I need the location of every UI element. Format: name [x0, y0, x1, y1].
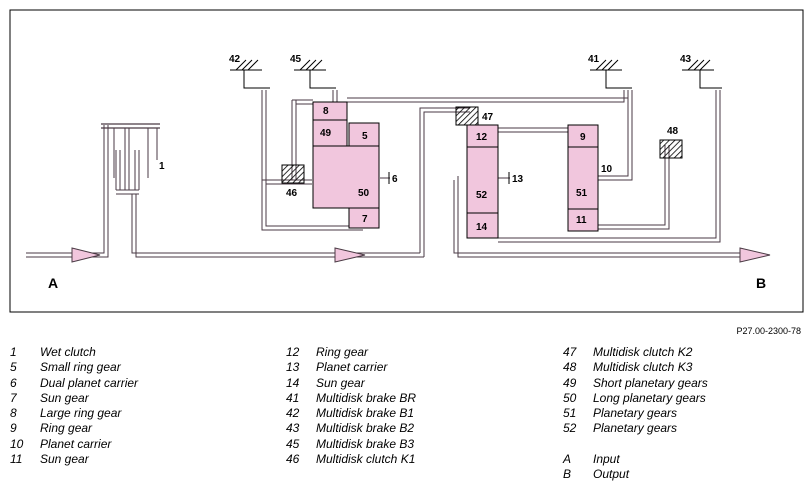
label-48: 48 — [667, 126, 679, 137]
label-10: 10 — [601, 164, 613, 175]
clutch-46 — [281, 164, 305, 184]
output-arrowhead — [739, 247, 771, 263]
figure-reference: P27.00-2300-78 — [736, 326, 801, 336]
label-8: 8 — [323, 106, 329, 117]
block-7 — [348, 207, 380, 229]
block-51 — [567, 146, 599, 210]
label-47: 47 — [482, 112, 494, 123]
block-8 — [312, 101, 348, 121]
gearset-left — [312, 101, 380, 229]
block-14 — [466, 212, 499, 239]
label-14: 14 — [476, 222, 488, 233]
block-49 — [312, 119, 348, 147]
label-12: 12 — [476, 132, 488, 143]
label-49: 49 — [320, 128, 332, 139]
label-45: 45 — [290, 54, 302, 65]
label-52: 52 — [476, 190, 488, 201]
label-46: 46 — [286, 188, 298, 199]
block-52 — [466, 146, 499, 214]
clutch-47 — [455, 106, 479, 126]
label-6: 6 — [392, 174, 398, 185]
label-13: 13 — [512, 174, 524, 185]
mid-arrowhead — [334, 247, 366, 263]
clutch-48 — [659, 139, 683, 159]
block-50 — [312, 145, 380, 209]
label-output: B — [756, 275, 766, 291]
label-51: 51 — [576, 188, 588, 199]
label-11: 11 — [576, 215, 587, 226]
block-11 — [567, 208, 599, 232]
brake-symbols — [230, 59, 722, 89]
shafts — [26, 90, 750, 258]
label-50: 50 — [358, 188, 370, 199]
gearset-right — [567, 124, 599, 232]
label-input: A — [48, 275, 58, 291]
label-42: 42 — [229, 54, 241, 65]
gearset-middle — [466, 124, 499, 239]
label-1: 1 — [159, 161, 165, 172]
label-7: 7 — [362, 214, 368, 225]
label-5: 5 — [362, 131, 368, 142]
input-arrowhead — [71, 247, 101, 263]
label-43: 43 — [680, 54, 692, 65]
diagram-frame — [9, 9, 804, 313]
label-41: 41 — [588, 54, 600, 65]
label-9: 9 — [580, 132, 586, 143]
block-5 — [348, 122, 380, 148]
